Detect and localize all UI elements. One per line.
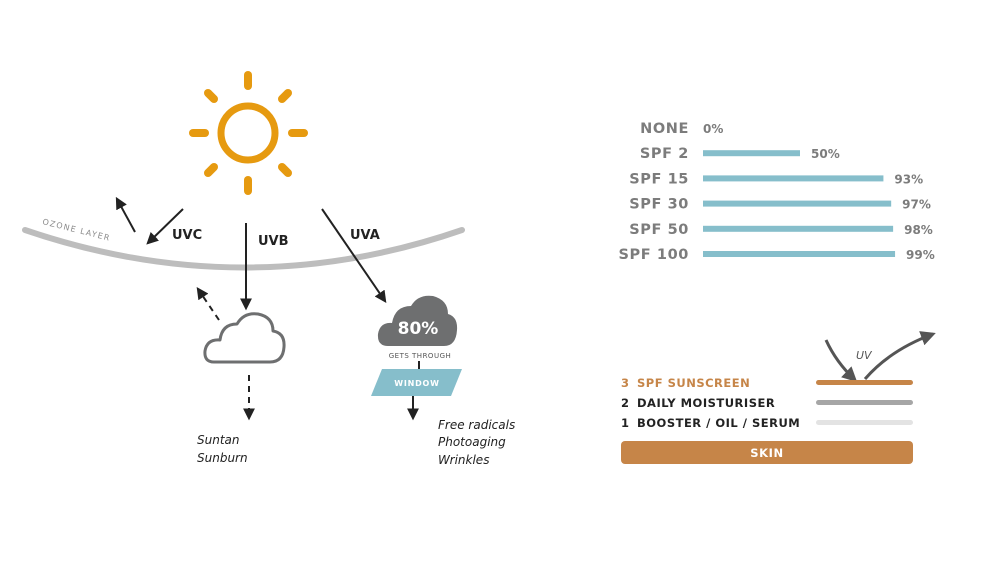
uva-effect-photoaging: Photoaging (438, 435, 506, 449)
layer-label-spf-sunscreen: SPF SUNSCREEN (637, 376, 750, 390)
spf-category-label: NONE (640, 121, 689, 137)
layer-number-spf-sunscreen: 3 (621, 376, 629, 390)
layer-number-daily-moisturiser: 2 (621, 396, 629, 410)
uv-incoming-arrow (824, 339, 858, 383)
spf-value-label: 99% (906, 248, 935, 262)
uvb-label: UVB (258, 234, 289, 249)
layers-diagram: UV 3 SPF SUNSCREEN 2 DAILY MOISTURISER 1… (621, 331, 936, 464)
uvc-incoming-arrow (146, 208, 184, 245)
spf-category-label: SPF 2 (640, 146, 689, 162)
layer-bar-daily-moisturiser (816, 400, 913, 405)
spf-value-label: 93% (894, 172, 923, 186)
uvb-effect-suntan: Suntan (197, 433, 240, 447)
spf-bar (703, 200, 892, 207)
uvc-label: UVC (172, 228, 202, 243)
spf-value-label: 98% (904, 223, 933, 237)
cloud-caption: GETS THROUGH (389, 352, 452, 360)
uvb-effect-sunburn: Sunburn (197, 451, 248, 465)
spf-bar (703, 225, 894, 232)
layer-bar-booster-oil-serum (816, 420, 913, 425)
spf-value-label: 0% (703, 122, 723, 136)
spf-value-label: 50% (811, 147, 840, 161)
uv-reflected-arrow (863, 331, 936, 380)
uva-effect-free-radicals: Free radicals (438, 418, 515, 432)
spf-category-label: SPF 15 (629, 171, 689, 187)
spf-bar (703, 150, 800, 157)
spf-category-label: SPF 30 (629, 197, 689, 213)
skin-label: SKIN (750, 446, 784, 460)
uva-incoming-arrow (321, 208, 387, 303)
spf-protection-chart: NONE 0% SPF 2 50% SPF 15 93% SPF 30 97% SPF 50 98… (619, 121, 935, 263)
sun-icon (189, 71, 308, 195)
window-shape (371, 369, 462, 396)
cloud-percent: 80% (398, 319, 439, 339)
layer-bar-spf-sunscreen (816, 380, 913, 385)
uva-label: UVA (350, 228, 380, 243)
uvb-reflected-dashed-arrow (196, 287, 220, 321)
spf-value-label: 97% (902, 198, 931, 212)
spf-bar (703, 175, 884, 182)
skin-bar (621, 441, 913, 464)
layer-label-booster-oil-serum: BOOSTER / OIL / SERUM (637, 416, 800, 430)
ozone-layer-curve (22, 227, 465, 271)
layer-number-booster-oil-serum: 1 (621, 416, 629, 430)
uv-label: UV (856, 349, 873, 362)
spf-bar (703, 251, 896, 257)
uva-effect-wrinkles: Wrinkles (438, 453, 489, 467)
filled-cloud-icon (377, 295, 458, 346)
cloud-icon (203, 312, 286, 364)
spf-category-label: SPF 100 (619, 247, 690, 263)
window-label: WINDOW (394, 379, 440, 388)
uvc-reflected-arrow (115, 196, 136, 233)
spf-category-label: SPF 50 (629, 222, 689, 238)
layer-label-daily-moisturiser: DAILY MOISTURISER (637, 396, 775, 410)
